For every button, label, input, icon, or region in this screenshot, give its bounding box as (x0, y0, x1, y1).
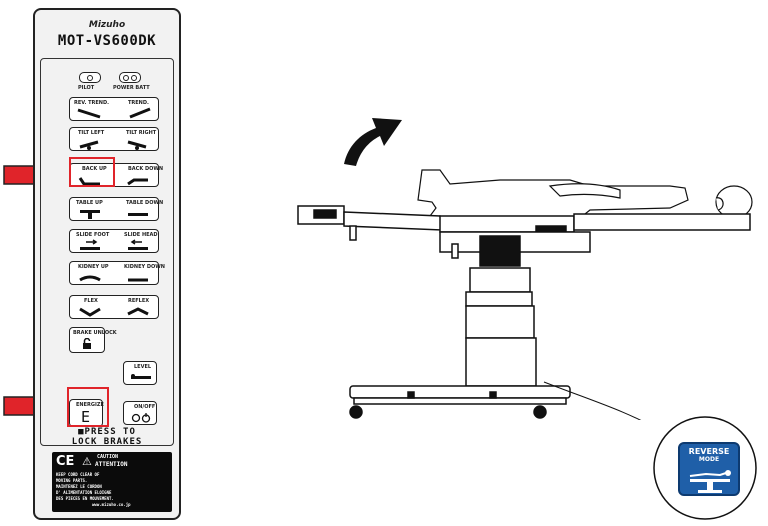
press-line-1: PRESS TO (84, 427, 136, 437)
brand-logo: Mizuho (88, 20, 126, 30)
table-base (349, 385, 571, 419)
brake-unlock-button[interactable]: BRAKE UNLOCK (69, 327, 117, 353)
table-button-pair[interactable]: TABLE UP TABLE DOWN (69, 197, 163, 221)
reverse-mode-badge: REVERSE MODE (678, 442, 740, 496)
warning-line: MAINTENEZ LE CORDON (56, 484, 102, 489)
flex-icon (79, 307, 149, 317)
trend-label: TREND. (128, 100, 149, 106)
table-column (465, 267, 537, 387)
tilt-icon (79, 140, 147, 150)
warning-line: MOVING PARTS. (56, 478, 88, 483)
warning-line: KEEP CORD CLEAR OF (56, 472, 100, 477)
flex-label: FLEX (84, 298, 98, 304)
table-up-label: TABLE UP (76, 200, 103, 206)
model-number: MOT-VS600DK (57, 33, 157, 49)
table-top (297, 205, 751, 267)
back-up-highlight (69, 157, 115, 187)
pilot-label: PILOT (78, 85, 95, 91)
operating-table-illustration (297, 169, 753, 420)
slide-icon (80, 239, 148, 250)
brake-unlock-label: BRAKE UNLOCK (73, 330, 117, 336)
power-batt-label: POWER BATT (113, 85, 150, 91)
ce-mark: CE (56, 454, 75, 469)
caution-word: CAUTION (97, 454, 119, 460)
energize-key: E (81, 408, 91, 426)
slide-head-label: SLIDE HEAD (124, 232, 158, 238)
trend-button-pair[interactable]: REV. TREND. TREND. (69, 97, 159, 121)
table-down-label: TABLE DOWN (126, 200, 164, 206)
back-icon (78, 177, 148, 186)
table-reverse-icon (689, 470, 731, 493)
padlock-icon: ■ (78, 427, 85, 437)
kidney-button-pair[interactable]: KIDNEY UP KIDNEY DOWN (69, 261, 165, 285)
rev-trend-label: REV. TREND. (74, 100, 110, 106)
attention-word: ATTENTION (95, 461, 128, 468)
pilot-lamp (79, 72, 101, 83)
tilt-button-pair[interactable]: TILT LEFT TILT RIGHT (69, 127, 159, 151)
press-line-2: LOCK BRAKES (71, 437, 143, 447)
energize-highlight (67, 387, 109, 427)
padlock-open-icon (83, 338, 91, 349)
trend-icon (77, 107, 151, 119)
kidney-up-label: KIDNEY UP (78, 264, 109, 270)
power-icon (131, 413, 151, 423)
level-label: LEVEL (134, 364, 152, 370)
reflex-label: REFLEX (128, 298, 150, 304)
slide-button-pair[interactable]: SLIDE FOOT SLIDE HEAD (69, 229, 159, 253)
slide-foot-label: SLIDE FOOT (76, 232, 110, 238)
energize-label: ENERGIZE (76, 402, 104, 408)
tilt-left-label: TILT LEFT (78, 130, 105, 136)
back-up-label: BACK UP (82, 166, 107, 172)
hand-pendant-panel: Mizuho MOT-VS600DK PILOT POWER BATT REV.… (33, 8, 181, 520)
patient-figure (417, 169, 753, 219)
level-button[interactable]: LEVEL (123, 361, 157, 385)
table-height-icon (80, 210, 148, 219)
warning-line: D' ALIMENTATION ELOIGNE (56, 490, 112, 495)
kidney-icon (79, 275, 148, 282)
warning-line: DES PIECES EN MOUVEMENT. (56, 496, 114, 501)
flex-button-pair[interactable]: FLEX REFLEX (69, 295, 159, 319)
website-url: www.mizuho.co.jp (92, 502, 131, 507)
tilt-right-label: TILT RIGHT (126, 130, 157, 136)
reverse-mode-line1: REVERSE (688, 447, 730, 456)
caution-label-plate: CE ⚠ CAUTION ATTENTION KEEP CORD CLEAR O… (52, 452, 172, 512)
on-off-label: ON/OFF (134, 404, 156, 410)
warning-triangle-icon: ⚠ (82, 455, 92, 468)
on-off-button[interactable]: ON/OFF (123, 401, 157, 425)
press-to-lock-text: ■PRESS TO LOCK BRAKES (41, 427, 173, 447)
kidney-down-label: KIDNEY DOWN (124, 264, 165, 270)
level-icon (131, 374, 151, 379)
callout-line (543, 381, 642, 420)
back-down-label: BACK DOWN (128, 166, 164, 172)
reverse-mode-line2: MODE (698, 456, 720, 463)
power-batt-lamp (119, 72, 141, 83)
curved-arrow-icon (344, 118, 402, 166)
